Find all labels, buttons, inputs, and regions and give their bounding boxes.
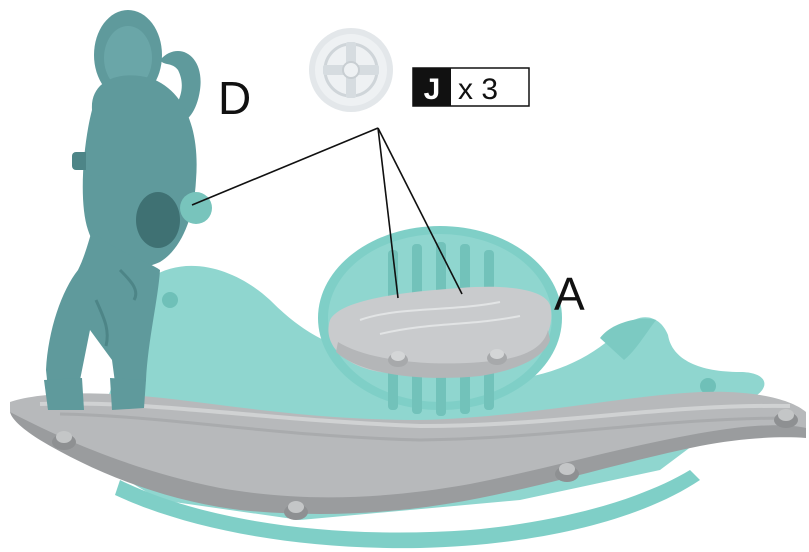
base-bolt-hole: [162, 292, 178, 308]
leader-line: [192, 128, 378, 205]
label-part-d: D: [218, 72, 251, 124]
figure-eye-bolt: [72, 146, 104, 176]
cross-cap-icon: [309, 28, 393, 112]
figure-nose-knob: [180, 192, 212, 224]
part-quantity: x 3: [458, 73, 498, 106]
label-part-a: A: [554, 268, 585, 320]
part-quantity-box: J x 3: [413, 68, 529, 106]
part-letter: J: [424, 73, 441, 106]
base-bolt-hole: [700, 378, 716, 394]
figure-mouth: [136, 192, 180, 248]
